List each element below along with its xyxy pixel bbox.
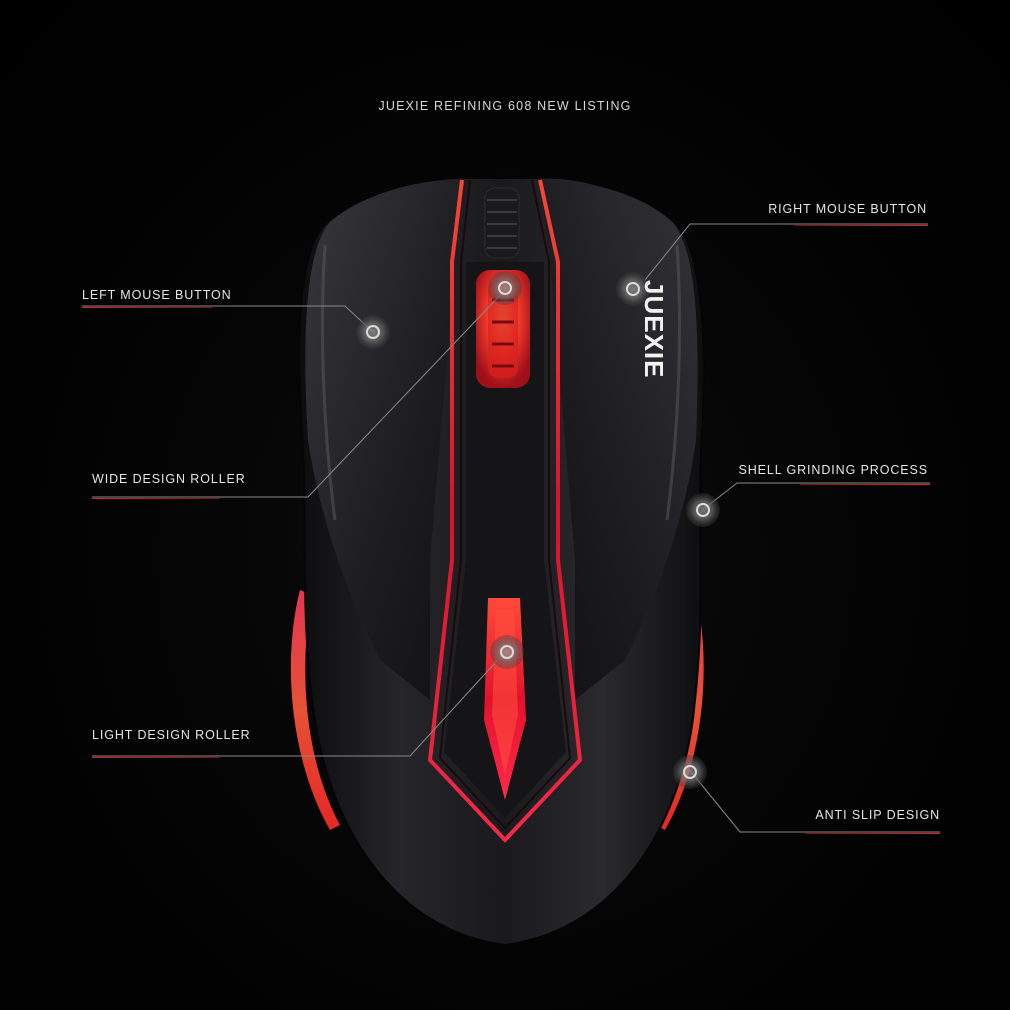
- underline-wide-design-roller: [92, 498, 220, 499]
- label-right-mouse-button: RIGHT MOUSE BUTTON: [768, 202, 927, 216]
- underline-left-mouse-button: [82, 307, 212, 308]
- underline-shell-grinding-process: [800, 484, 930, 485]
- left-side-light: [290, 590, 340, 830]
- label-shell-grinding-process: SHELL GRINDING PROCESS: [738, 463, 928, 477]
- label-wide-design-roller: WIDE DESIGN ROLLER: [92, 472, 246, 486]
- underline-right-mouse-button: [795, 225, 928, 226]
- center-channel: [444, 262, 566, 818]
- underline-light-design-roller: [92, 757, 220, 758]
- left-shell: [305, 179, 462, 701]
- brand-logo: JUEXIE: [639, 280, 669, 379]
- page-title: JUEXIE REFINING 608 NEW LISTING: [378, 99, 632, 113]
- label-left-mouse-button: LEFT MOUSE BUTTON: [82, 288, 232, 302]
- label-anti-slip-design: ANTI SLIP DESIGN: [815, 808, 940, 822]
- right-shell: [540, 179, 698, 701]
- center-red-outline: [427, 179, 583, 843]
- label-light-design-roller: LIGHT DESIGN ROLLER: [92, 728, 251, 742]
- callout-dots: [356, 271, 720, 789]
- underline-anti-slip-design: [805, 833, 940, 834]
